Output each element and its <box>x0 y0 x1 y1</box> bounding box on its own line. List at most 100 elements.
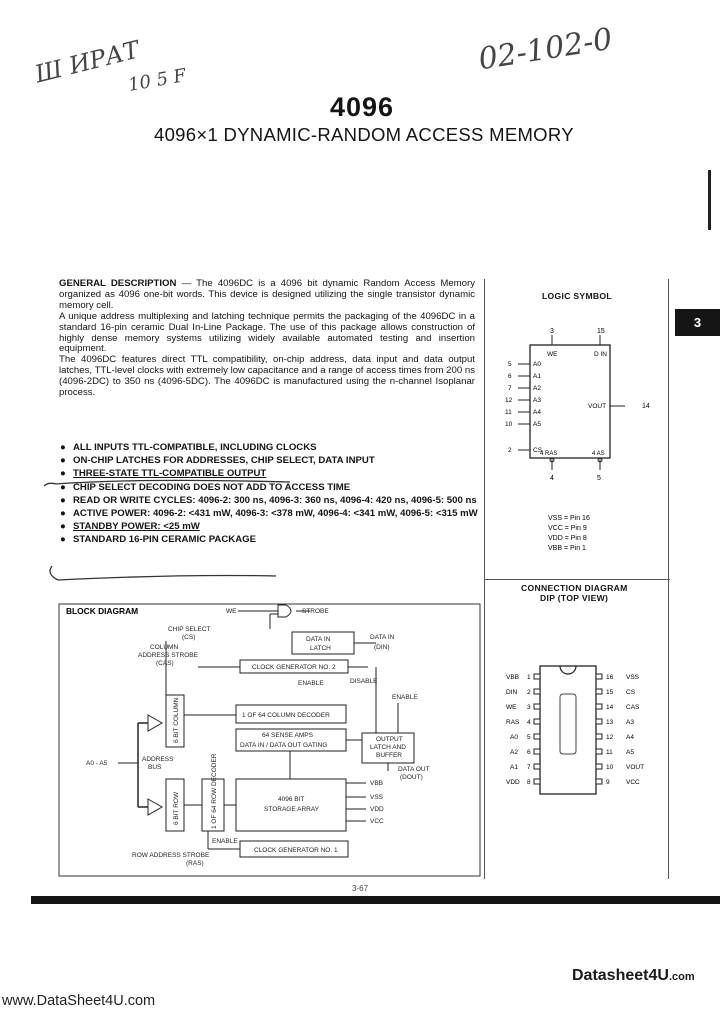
pin-label: DIN <box>506 689 518 696</box>
logic-symbol: 3 15 WE D IN 5 6 7 12 11 10 2 A0 A1 A2 A… <box>505 328 650 552</box>
pin-label: CS <box>533 447 543 454</box>
footer-bar <box>31 896 720 904</box>
page-number: 3-67 <box>352 884 369 893</box>
pin-number: 2 <box>508 447 512 454</box>
feature-item: ● THREE-STATE TTL-COMPATIBLE OUTPUT <box>60 467 500 480</box>
pin-label: 4 RAS <box>540 451 557 457</box>
output-label: VOUT <box>588 403 606 410</box>
pin-number: 14 <box>606 704 614 711</box>
block-text: LATCH AND <box>370 744 406 751</box>
pin-label: A3 <box>533 397 541 404</box>
block-text: DATA IN / DATA OUT GATING <box>240 742 327 749</box>
handwritten-note-left-2: 10 5 F <box>126 65 188 96</box>
block-text: LATCH <box>310 645 331 652</box>
block-text: 4096 BIT <box>278 796 304 803</box>
pin-number: 5 <box>527 734 531 741</box>
enable-label: ENABLE <box>298 680 324 687</box>
cas-label: ADDRESS STROBE <box>138 652 199 659</box>
pin-label: A2 <box>510 749 518 756</box>
row-buffer-icon <box>147 798 164 816</box>
datasheet-logo[interactable]: Datasheet4U.com <box>572 967 695 985</box>
block-diagram-labels: WE STROBE DATA IN LATCH DATA IN (DIN) CH… <box>86 604 430 867</box>
pin-label: VDD <box>506 779 520 786</box>
feature-item: ●ALL INPUTS TTL-COMPATIBLE, INCLUDING CL… <box>60 441 500 454</box>
pin-label: VOUT <box>626 764 644 771</box>
pin-label: A3 <box>626 719 634 726</box>
pin-label: WE <box>547 351 558 358</box>
block-diagram-title: BLOCK DIAGRAM <box>66 606 138 616</box>
pin-number: 7 <box>508 385 512 392</box>
watermark-link[interactable]: www.DataSheet4U.com <box>2 993 156 1009</box>
ras-label: ROW ADDRESS STROBE <box>132 852 210 859</box>
bullet-icon: ● <box>60 481 66 493</box>
sidebar-divider <box>484 579 670 580</box>
we-label: WE <box>226 608 237 615</box>
feature-text: THREE-STATE TTL-COMPATIBLE OUTPUT <box>73 468 267 480</box>
pin-number: 10 <box>606 764 614 771</box>
pin-number: 16 <box>606 674 614 681</box>
feature-text: READ OR WRITE CYCLES: 4096-2: 300 ns, 40… <box>73 494 477 506</box>
data-in-label: DATA IN <box>370 634 395 641</box>
power-note: VBB = Pin 1 <box>548 545 586 552</box>
output-pin: 14 <box>642 403 650 410</box>
pin-label: VCC <box>626 779 640 786</box>
column-decoder <box>235 704 347 724</box>
bullet-icon: ● <box>60 494 66 506</box>
section-tab: 3 <box>675 309 720 336</box>
pin-label: RAS <box>506 719 520 726</box>
pin-number: 1 <box>527 674 531 681</box>
block-text: CLOCK GENERATOR NO. 1 <box>254 847 338 854</box>
pin-number: 2 <box>527 689 531 696</box>
power-label: VCC <box>370 818 384 825</box>
block-text: CLOCK GENERATOR NO. 2 <box>252 664 336 671</box>
and-gate <box>277 604 292 618</box>
part-number: 4096 <box>330 92 395 122</box>
logic-symbol-body <box>529 344 611 459</box>
feature-text: STANDBY POWER: <25 mW <box>73 521 200 533</box>
feature-item: ● READ OR WRITE CYCLES: 4096-2: 300 ns, 4… <box>60 494 500 507</box>
pin-label: A5 <box>533 421 541 428</box>
pin-number: 13 <box>606 719 614 726</box>
pin-number: 12 <box>606 734 614 741</box>
ras-label: (RAS) <box>186 860 204 867</box>
logo-suffix: .com <box>668 971 695 983</box>
feature-list: ●ALL INPUTS TTL-COMPATIBLE, INCLUDING CL… <box>60 441 500 547</box>
pin-number: 3 <box>527 704 531 711</box>
data-out-label: DATA OUT <box>398 766 430 773</box>
pin-label: A0 <box>510 734 518 741</box>
pin-number: 8 <box>527 779 531 786</box>
pin-number: 5 <box>508 361 512 368</box>
power-note: VCC = Pin 9 <box>548 525 587 532</box>
edge-mark <box>708 170 720 230</box>
block-text: STORAGE ARRAY <box>264 806 320 813</box>
feature-text: ON-CHIP LATCHES FOR ADDRESSES, CHIP SELE… <box>73 455 375 467</box>
description-p2: A unique address multiplexing and latchi… <box>59 310 475 355</box>
feature-item: ● ON-CHIP LATCHES FOR ADDRESSES, CHIP SEL… <box>60 454 500 467</box>
block-text: OUTPUT <box>376 736 403 743</box>
bullet-icon: ● <box>60 508 66 520</box>
pin-label: A2 <box>533 385 541 392</box>
block-text: 1 OF 64 COLUMN DECODER <box>242 712 330 719</box>
sidebar-right-edge <box>668 279 669 879</box>
logic-symbol-left-pins: 5 6 7 12 11 10 2 A0 A1 A2 A3 A4 A5 CS <box>505 361 543 454</box>
pin-label: WE <box>506 704 517 711</box>
handwritten-note-right: 02-102-0 <box>476 21 615 78</box>
pin-number: 11 <box>606 749 613 756</box>
data-in-label: (DIN) <box>374 644 390 651</box>
pin-number: 15 <box>606 689 614 696</box>
pin-number: 3 <box>550 328 554 335</box>
bullet-icon: ● <box>60 534 66 546</box>
block-diagram-frame <box>58 603 481 877</box>
address-label: A0 - A5 <box>86 760 108 767</box>
pin-number: 11 <box>505 409 512 416</box>
bullet-icon: ● <box>60 468 66 480</box>
dip-package: VBB DIN WE RAS A0 A2 A1 VDD 1 2 3 4 5 6 … <box>506 665 644 795</box>
storage-array <box>235 778 347 832</box>
feature-text: STANDARD 16-PIN CERAMIC PACKAGE <box>73 534 257 546</box>
pin-label: A5 <box>626 749 634 756</box>
pin-number: 6 <box>527 749 531 756</box>
pin-number: 5 <box>597 475 601 482</box>
pin-label: 4 AS <box>592 451 605 457</box>
power-label: VBB <box>370 780 383 787</box>
bullet-icon: ● <box>60 455 66 467</box>
